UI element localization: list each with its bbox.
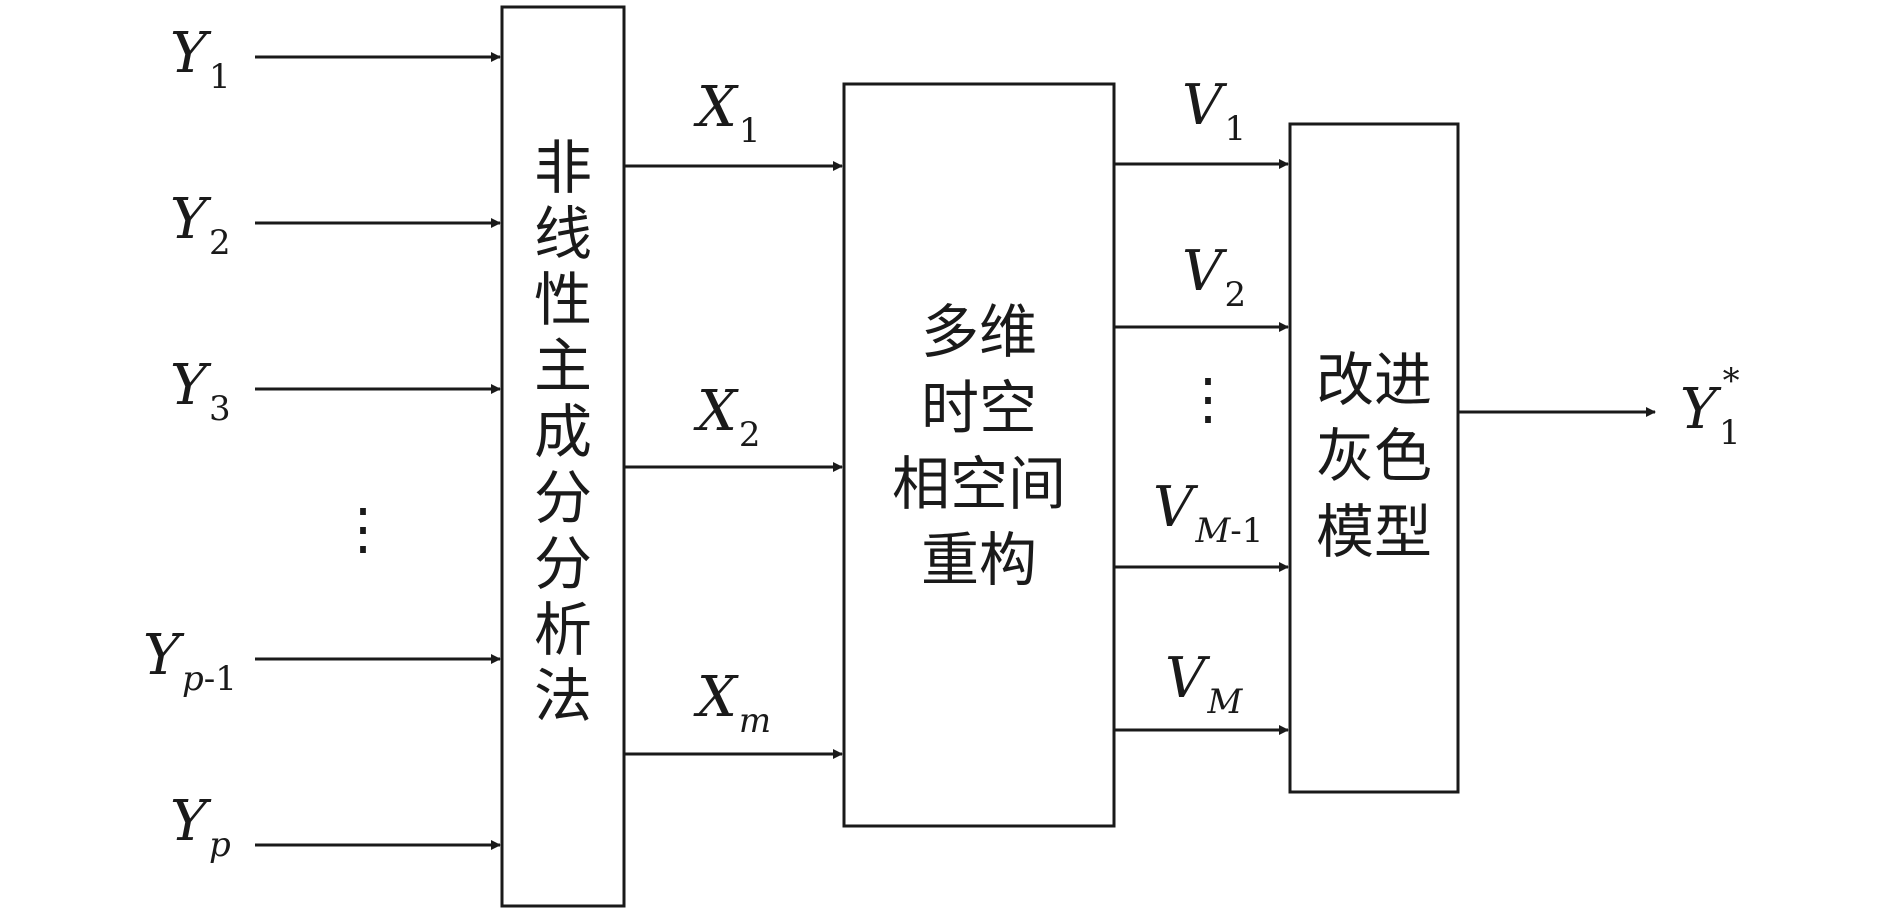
- kpca-char-7: 分: [534, 530, 592, 598]
- kpca-char-9: 法: [534, 662, 592, 730]
- label-v2: V2: [1182, 239, 1246, 315]
- reconstruction-line-3: 相空间: [892, 450, 1066, 518]
- label-v1: V1: [1182, 73, 1246, 149]
- v-ellipsis: ⋮: [1180, 367, 1236, 432]
- label-vm-minus-1: VM-1: [1153, 475, 1263, 551]
- label-yp: Yp: [170, 789, 231, 865]
- grey-model-line-2: 灰色: [1316, 422, 1432, 490]
- label-x1: X1: [693, 75, 761, 151]
- label-xm: Xm: [693, 665, 771, 741]
- label-y2: Y2: [170, 187, 231, 263]
- reconstruction-line-2: 时空: [921, 374, 1037, 442]
- kpca-char-5: 成: [534, 398, 592, 466]
- improved-grey-model-block: [1288, 122, 1460, 794]
- label-y1: Y1: [170, 21, 231, 97]
- kpca-char-1: 非: [534, 134, 592, 202]
- kpca-block: [500, 5, 626, 908]
- kpca-char-2: 线: [534, 200, 592, 268]
- label-x2: X2: [693, 379, 761, 455]
- kpca-char-8: 析: [534, 596, 592, 664]
- kpca-char-4: 主: [534, 332, 592, 400]
- reconstruction-line-4: 重构: [921, 526, 1037, 594]
- phase-space-reconstruction-block: [842, 82, 1116, 828]
- label-yp-minus-1: Yp-1: [143, 623, 237, 699]
- kpca-char-3: 性: [534, 266, 592, 334]
- label-vm: VM: [1165, 646, 1243, 722]
- reconstruction-line-1: 多维: [921, 298, 1037, 366]
- grey-model-line-1: 改进: [1316, 346, 1432, 414]
- kpca-char-6: 分: [534, 464, 592, 532]
- label-y3: Y3: [170, 353, 231, 429]
- grey-model-line-3: 模型: [1316, 498, 1432, 566]
- input-ellipsis: ⋮: [335, 497, 391, 562]
- label-output: Y1*: [1680, 361, 1741, 453]
